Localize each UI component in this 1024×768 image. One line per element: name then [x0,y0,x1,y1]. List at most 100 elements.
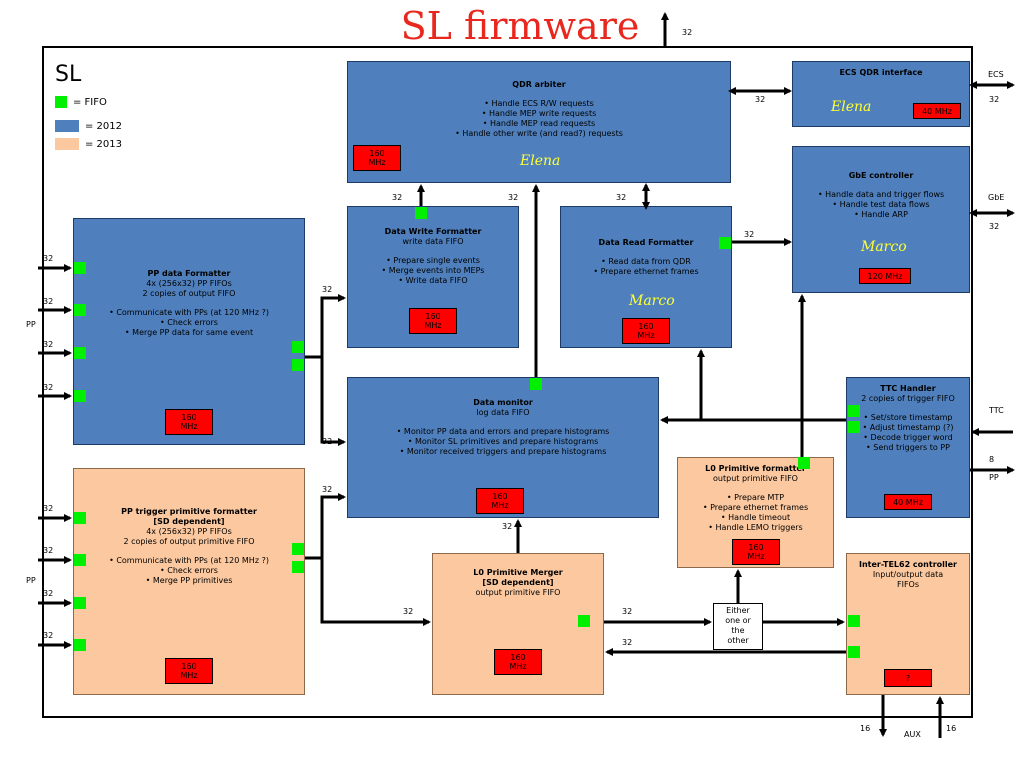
fifo-marker [74,597,86,609]
bus-width-label: 32 [43,254,54,263]
gbe-clock: 120 MHz [859,268,911,284]
fifo-marker [578,615,590,627]
clock-line: 160 [369,149,385,158]
l0-merger-title: L0 Primitive Merger [473,568,563,577]
l0-fmt-line: • Prepare MTP [726,493,785,502]
pp-trig-sub: 2 copies of output primitive FIFO [123,537,255,546]
bus-width-label: 32 [622,607,633,616]
either-line: the [731,626,745,635]
ecs-label: ECS [988,70,1004,79]
bus-width-label: 32 [322,437,333,446]
ttc-line: • Set/store timestamp [863,413,953,422]
qdr-arbiter-title: QDR arbiter [512,80,566,89]
bus-width-label: 32 [392,193,403,202]
l0-merger-title2: [SD dependent] [482,578,554,587]
qdr-arbiter-line: • Handle ECS R/W requests [484,99,594,108]
clock-line: MHz [180,671,198,680]
legend-2013-swatch [55,138,79,150]
legend-2013-label: = 2013 [85,138,123,150]
bus-width-label: 32 [43,546,54,555]
gbe-port-label: GbE [988,193,1005,202]
fifo-marker [848,405,860,417]
l0-fmt-line: • Prepare ethernet frames [702,503,809,512]
fifo-marker [798,457,810,469]
pp-trig-line: • Merge PP primitives [145,576,233,585]
legend-fifo-swatch [55,96,67,108]
bus-width-label: 32 [502,522,513,531]
fifo-marker [74,347,86,359]
pp-data-formatter-block: PP data Formatter 4x (256x32) PP FIFOs 2… [73,218,305,445]
fifo-marker [848,421,860,433]
ttc-line: • Adjust timestamp (?) [862,423,954,432]
gbe-line: • Handle test data flows [832,200,930,209]
bus-width-label: 16 [860,724,871,733]
fifo-marker [292,341,304,353]
fifo-marker [848,615,860,627]
bus-width-label: 32 [43,297,54,306]
write-fmt-title: Data Write Formatter [384,227,482,236]
ecs-qdr-clock: 40 MHz [913,103,961,119]
monitor-clock: 160 MHz [476,488,524,514]
ttc-clock: 40 MHz [884,494,932,510]
bus-width-label: 32 [43,383,54,392]
clock-line: MHz [637,331,655,340]
read-fmt-owner: Marco [629,293,675,309]
fifo-marker [74,304,86,316]
bus-width-label: 32 [616,193,627,202]
pp-trig-clock: 160 MHz [165,658,213,684]
monitor-line: • Monitor received triggers and prepare … [399,447,607,456]
bus-width-label: 32 [989,95,1000,104]
legend-fifo: = FIFO [55,96,107,108]
read-fmt-clock: 160 MHz [622,318,670,344]
pp-data-title: PP data Formatter [147,269,231,278]
clock-line: MHz [180,422,198,431]
fifo-marker [530,378,542,390]
pp-data-sub: 4x (256x32) PP FIFOs [146,279,232,288]
clock-line: MHz [491,501,509,510]
write-fmt-subtitle: write data FIFO [402,237,464,246]
ppdata-to-write-arrow [305,294,346,359]
either-line: one or [725,616,751,625]
pp-data-line: • Communicate with PPs (at 120 MHz ?) [109,308,269,317]
clock-line: 160 [181,413,197,422]
bus-width-label: 16 [946,724,957,733]
bus-width-label: 32 [43,340,54,349]
ttc-title: TTC Handler [880,384,936,393]
write-fmt-line: • Write data FIFO [398,276,468,285]
ttc-port-label: TTC [989,406,1004,415]
fifo-marker [292,561,304,573]
clock-line: 160 [492,492,508,501]
pp-data-sub: 2 copies of output FIFO [142,289,236,298]
clock-line: 160 [425,312,441,321]
legend-fifo-label: = FIFO [73,96,107,108]
sl-frame [42,46,973,718]
gbe-owner: Marco [861,239,907,255]
pp-data-line: • Check errors [160,318,218,327]
l0-merger-subtitle: output primitive FIFO [475,588,561,597]
pp-trigger-formatter-block: PP trigger primitive formatter [SD depen… [73,468,305,695]
qdr-arbiter-line: • Handle other write (and read?) request… [455,129,623,138]
l0-fmt-title: L0 Primitive formatter [705,464,806,473]
pp-label: PP [26,320,36,329]
pp-label: PP [989,473,999,482]
clock-line: 160 [748,543,764,552]
clock-line: 160 [510,653,526,662]
bus-width-label: 32 [322,485,333,494]
either-line: Either [726,606,750,615]
read-fmt-line: • Prepare ethernet frames [593,267,699,276]
l0-fmt-line: • Handle LEMO triggers [708,523,803,532]
bus-width-label: 32 [682,28,693,37]
bus-width-label: 32 [43,631,54,640]
fifo-marker [292,543,304,555]
pp-data-line: • Merge PP data for same event [124,328,254,337]
bus-width-label: 32 [755,95,766,104]
l0-fmt-subtitle: output primitive FIFO [713,474,798,483]
bus-width-label: 32 [43,504,54,513]
pp-trig-line: • Check errors [160,566,218,575]
fifo-marker [719,237,731,249]
fifo-marker [74,554,86,566]
qdr-arbiter-clock: 160 MHz [353,145,401,171]
bus-width-label: 32 [622,638,633,647]
fifo-marker [74,390,86,402]
